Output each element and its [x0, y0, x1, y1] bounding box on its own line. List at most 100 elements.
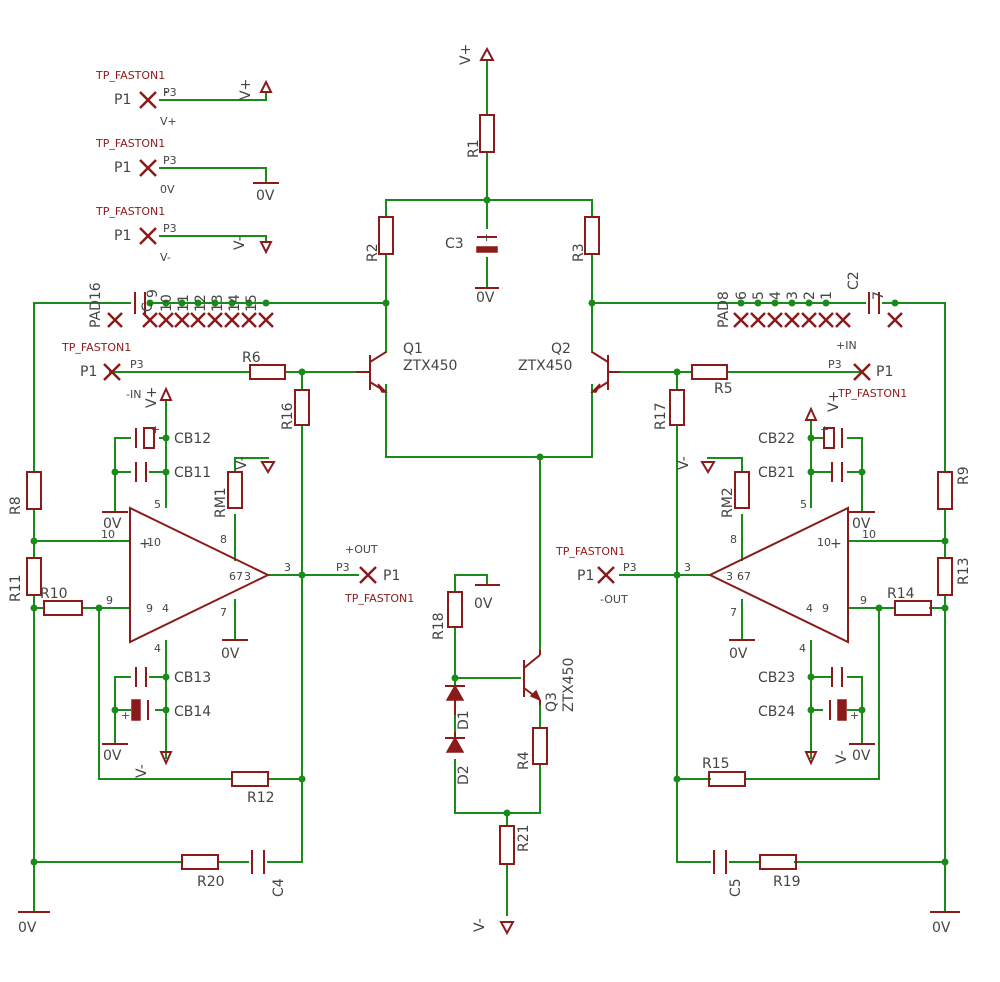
label-q1: Q1	[403, 341, 423, 357]
label-pad-3: 3	[785, 291, 801, 300]
tp-out-minus-name: TP_FASTON1	[555, 545, 625, 558]
tp-out-plus-p1: P1	[383, 568, 400, 584]
tp-out-minus-p3: P3	[623, 561, 637, 574]
r19-body	[759, 854, 797, 870]
label-cb11: CB11	[174, 465, 211, 481]
tp-in-plus-net: +IN	[836, 339, 857, 352]
pin67-right: 67	[737, 570, 751, 583]
pin4-left: 4	[154, 642, 161, 655]
label-r16: R16	[280, 402, 296, 430]
pin4-right-inner: 4	[806, 602, 813, 615]
opamp-right-plus: +	[830, 536, 842, 552]
gnd-cb21: 0V	[852, 516, 871, 532]
label-r19: R19	[773, 874, 801, 890]
pin5-left: 5	[154, 498, 161, 511]
label-c5: C5	[728, 878, 744, 897]
gnd-r18: 0V	[474, 596, 493, 612]
cb12-plus: +	[151, 423, 160, 436]
pin8-right: 8	[730, 533, 737, 546]
tp2-0v: 0V	[256, 188, 275, 204]
pin10-left-inner: 10	[147, 536, 161, 549]
label-r1: R1	[466, 139, 482, 158]
label-r17: R17	[653, 402, 669, 430]
label-pad-13: 13	[210, 294, 226, 312]
label-r9: R9	[956, 466, 972, 485]
tp-in-plus-p3: P3	[828, 358, 842, 371]
tp1-name: TP_FASTON1	[95, 69, 165, 82]
r20-body	[181, 854, 219, 870]
tp-in-minus-p1: P1	[80, 364, 97, 380]
tp3-name: TP_FASTON1	[95, 205, 165, 218]
label-rm1: RM1	[213, 487, 229, 518]
label-r13: R13	[956, 557, 972, 585]
gnd-cb24: 0V	[852, 748, 871, 764]
pin9-left-inner: 9	[146, 602, 153, 615]
r2-body	[378, 216, 394, 255]
tp-out-minus-p1: P1	[577, 568, 594, 584]
label-cb22: CB22	[758, 431, 795, 447]
pin67-left: 67	[229, 570, 243, 583]
opamp-left	[129, 506, 271, 644]
gnd-left: 0V	[18, 920, 37, 936]
label-cb14: CB14	[174, 704, 211, 720]
tp2-p3: P3	[163, 154, 177, 167]
pin3-left: 3	[284, 561, 291, 574]
label-r10: R10	[40, 586, 68, 602]
cb24-plus: +	[850, 709, 859, 722]
tp3-p3: P3	[163, 222, 177, 235]
pin3-right-inner: 3	[726, 570, 733, 583]
label-pad-10: 10	[159, 294, 175, 312]
label-pad-12: 12	[193, 294, 209, 312]
r11-body	[26, 557, 42, 596]
opamp-left-plus: +	[139, 536, 151, 552]
q3-vminus: V-	[472, 918, 488, 932]
label-q2-part: ZTX450	[518, 358, 572, 374]
d1-symbol	[445, 684, 465, 701]
label-q2: Q2	[551, 341, 571, 357]
pin3-right: 3	[684, 561, 691, 574]
opamp-right-vplus: V+	[826, 391, 842, 412]
tp3-p1: P1	[114, 228, 131, 244]
tp-in-minus-p3: P3	[130, 358, 144, 371]
r14-body	[894, 600, 932, 616]
q2-symbol	[590, 351, 620, 393]
label-pad-14: 14	[227, 294, 243, 312]
r18-body	[447, 591, 463, 628]
label-pad-4: 4	[768, 291, 784, 300]
label-rm2: RM2	[720, 487, 736, 518]
pin10-right: 10	[862, 528, 876, 541]
label-q3-part: ZTX450	[561, 658, 577, 712]
opamp-left-vminus: V-	[134, 764, 150, 778]
pin7-left: 7	[220, 606, 227, 619]
label-pad-6: 6	[734, 291, 750, 300]
tp-out-minus-net: -OUT	[600, 593, 628, 606]
r6-body	[249, 364, 286, 380]
tp2-name: TP_FASTON1	[95, 137, 165, 150]
tp3-vminus: V-	[232, 236, 248, 250]
gnd-opamp-right: 0V	[729, 646, 748, 662]
tp-out-plus-p3: P3	[336, 561, 350, 574]
r8-body	[26, 471, 42, 510]
r9-body	[937, 471, 953, 510]
gnd-right: 0V	[932, 920, 951, 936]
label-c4: C4	[271, 878, 287, 897]
pin9-right-inner: 9	[822, 602, 829, 615]
r4-body	[532, 727, 548, 765]
tp2-net: 0V	[160, 183, 175, 196]
cb14-plus: +	[121, 709, 130, 722]
label-r12: R12	[247, 790, 275, 806]
q1-symbol	[356, 351, 388, 393]
pin7-right: 7	[730, 606, 737, 619]
tp-in-plus-p1: P1	[876, 364, 893, 380]
vplus-top-symbol	[479, 46, 495, 61]
gnd-cb14: 0V	[103, 748, 122, 764]
label-r20: R20	[197, 874, 225, 890]
rm2-vminus: V-	[676, 456, 692, 470]
q3-symbol	[523, 650, 542, 705]
r10-body	[43, 600, 83, 616]
label-r6: R6	[242, 350, 261, 366]
opamp-left-vplus: V+	[144, 387, 160, 408]
cb22-plus: +	[820, 423, 829, 436]
label-c2: C2	[846, 271, 862, 290]
